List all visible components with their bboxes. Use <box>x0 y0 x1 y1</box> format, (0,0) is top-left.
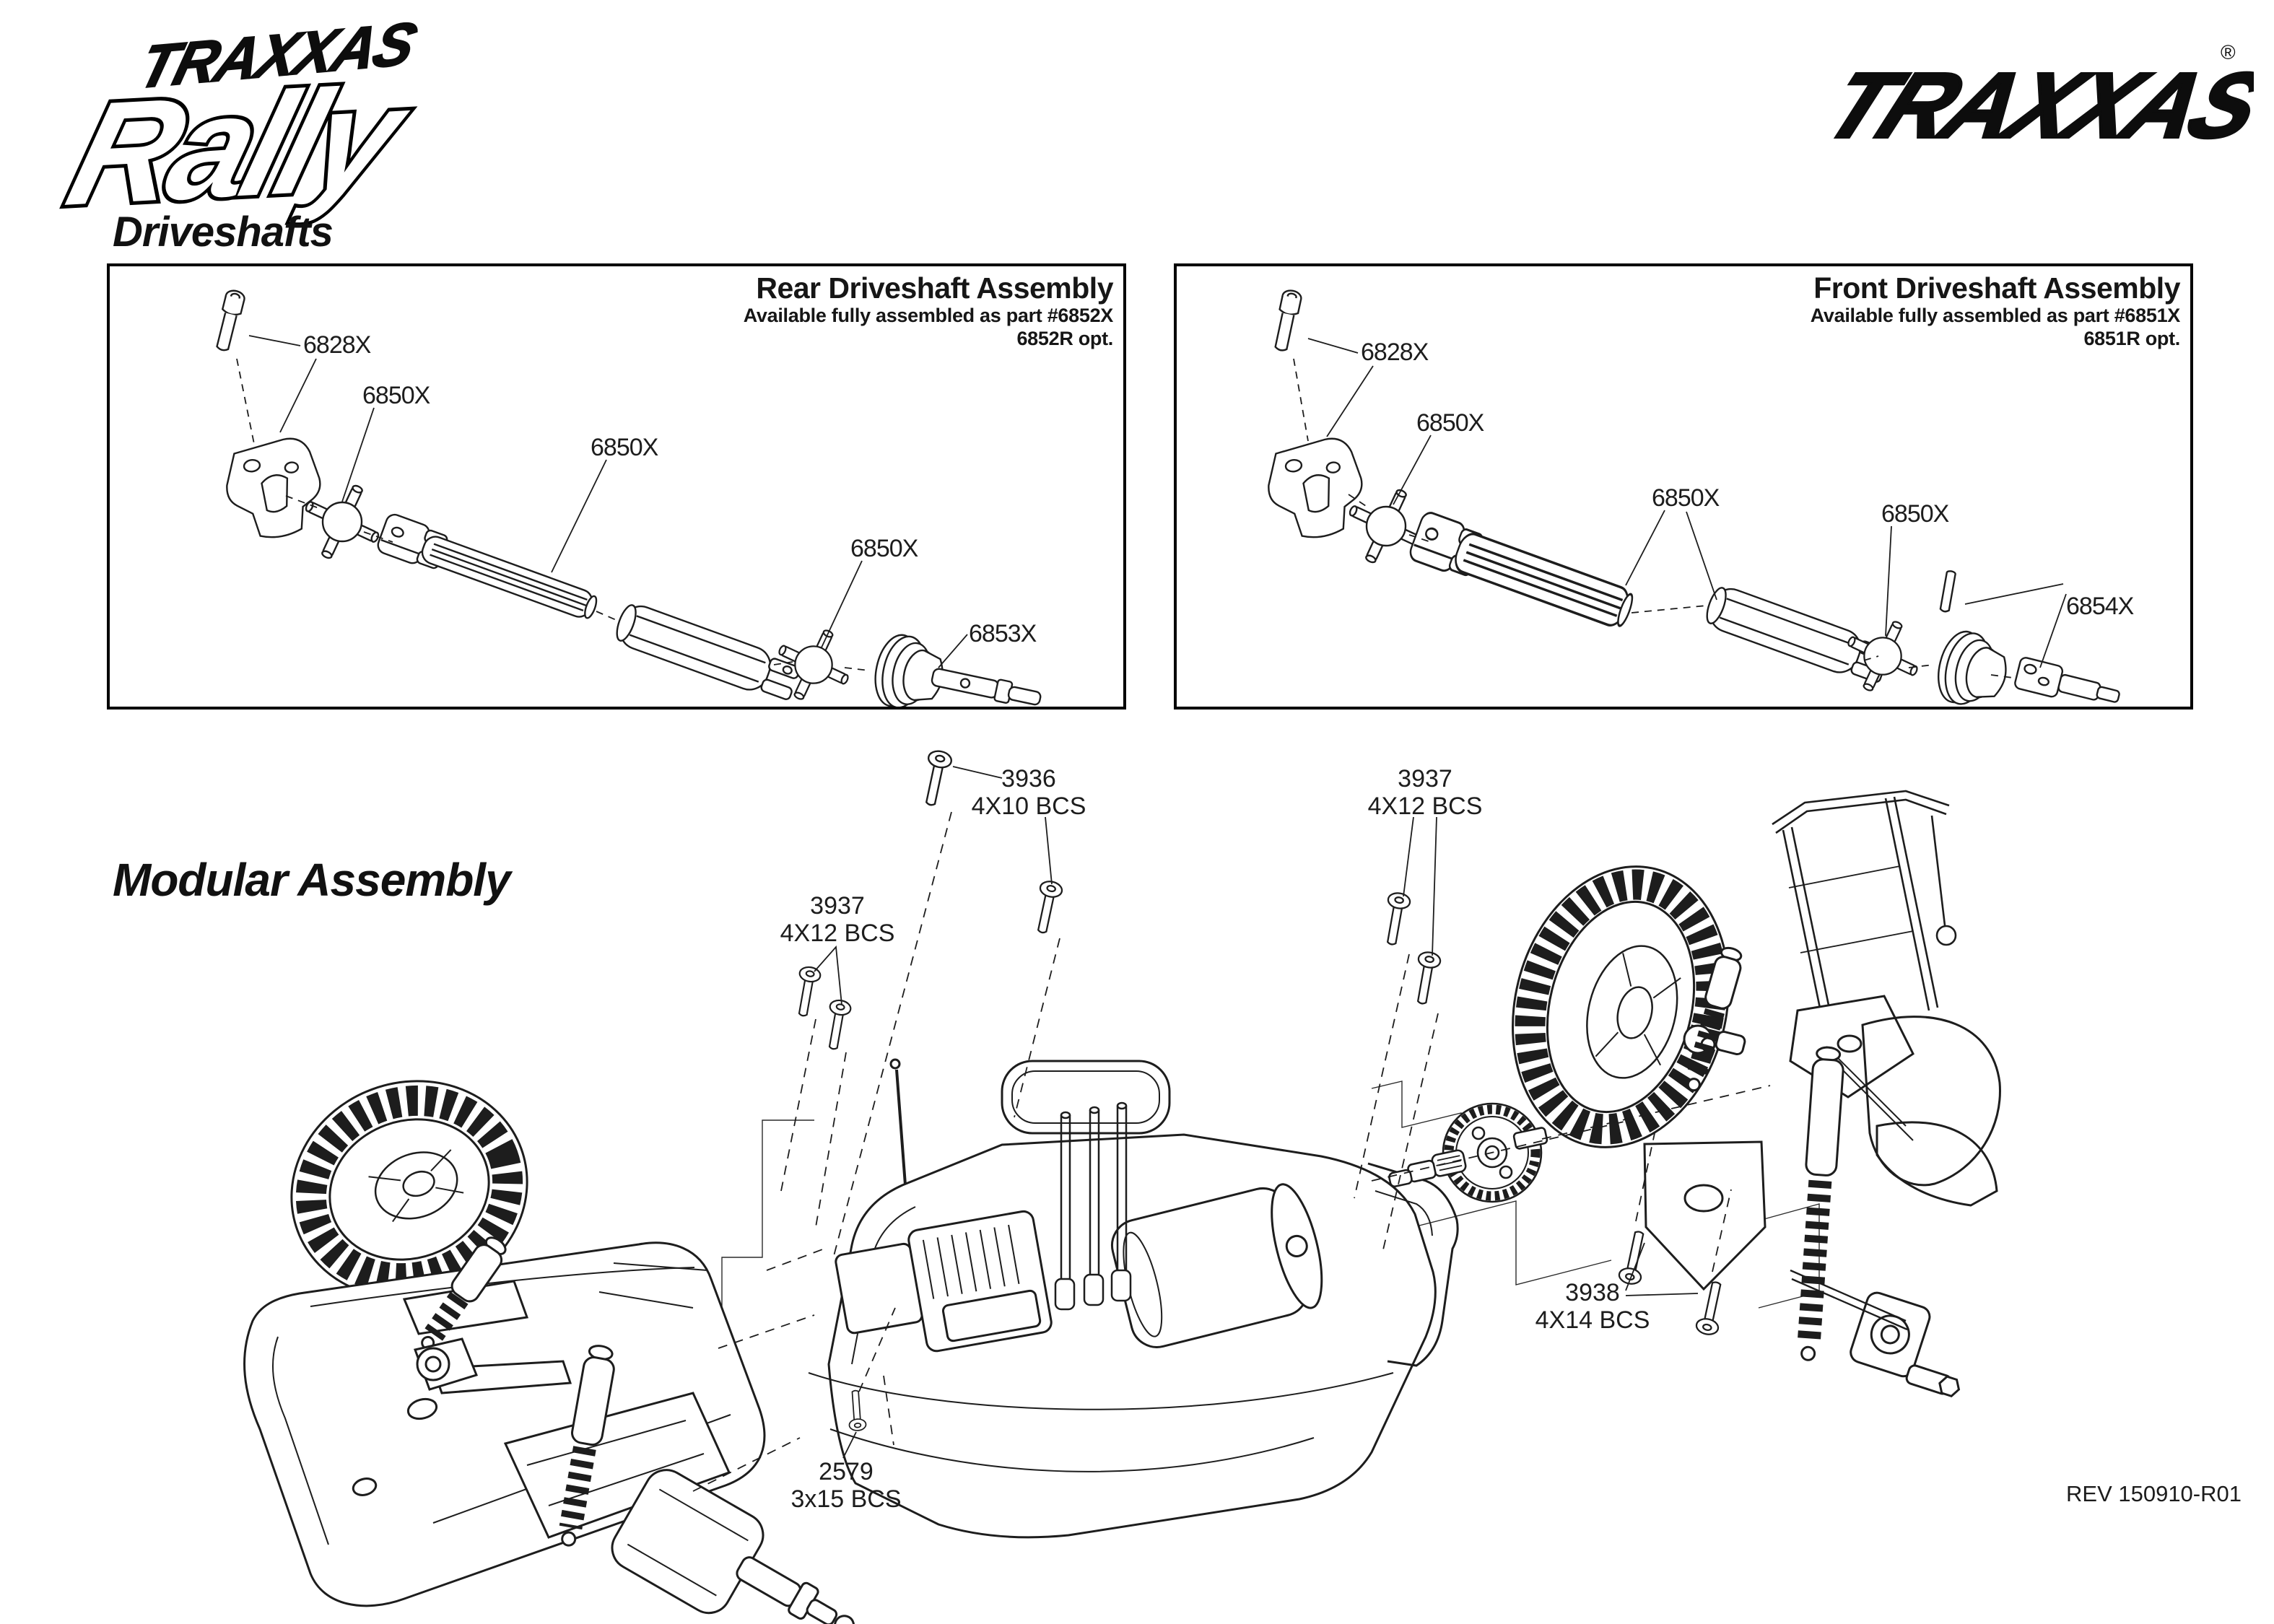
stub-axle <box>2013 655 2124 707</box>
insertion-dashes <box>692 811 1771 1492</box>
screw-3937 <box>1410 949 1442 1007</box>
rear-shock <box>1686 946 1743 1092</box>
esc-unit <box>907 1210 1053 1353</box>
fastener-label-part: 3937 <box>810 892 865 920</box>
rear-shock-tower <box>1789 995 1914 1099</box>
rear-lower-arm <box>1643 1140 1767 1291</box>
fastener-label-size: 4X12 BCS <box>780 920 895 947</box>
fastener-label-part: 3936 <box>1001 765 1056 793</box>
splined-shaft <box>1450 529 1637 632</box>
driveshaft-tube <box>611 599 803 706</box>
rear-driveshaft-box: Rear Driveshaft Assembly Available fully… <box>107 263 1126 710</box>
pin-screw <box>1270 288 1304 354</box>
assembly-axis-dashes <box>1293 358 2013 678</box>
driveshaft-tube <box>1701 582 1894 689</box>
fastener-label-part: 3937 <box>1398 765 1452 793</box>
part-label-6850x: 6850X <box>1416 409 1484 437</box>
front-box-subtitle: Available fully assembled as part #6851X <box>1810 305 2181 327</box>
rear-shock <box>1798 1046 1844 1361</box>
rear-box-title: Rear Driveshaft Assembly <box>756 271 1113 305</box>
motor <box>1111 1183 1323 1348</box>
part-label-6853x: 6853X <box>969 620 1037 647</box>
fastener-label-size: 4X12 BCS <box>1368 793 1483 820</box>
label-leaders <box>814 766 1699 1459</box>
rally-logo-brand-text: TRAXXAS <box>132 16 423 101</box>
leader-lines <box>248 335 968 668</box>
rear-bulkhead <box>1367 1162 1459 1367</box>
chassis-module <box>808 1060 1459 1539</box>
cross-pin <box>1939 569 1957 614</box>
part-label-6854x: 6854X <box>2066 593 2134 620</box>
steering-bellcrank <box>414 1337 478 1391</box>
wing-mount-frame <box>1772 790 1957 1040</box>
registered-mark: ® <box>2221 41 2236 64</box>
rally-logo-name-text: Rally <box>53 56 425 232</box>
rear-knuckle <box>1850 1291 1961 1398</box>
screw-3938 <box>1694 1279 1729 1337</box>
front-gearbox <box>611 1469 855 1624</box>
screw-3936 <box>918 748 954 808</box>
part-label-6850x: 6850X <box>1881 500 1949 528</box>
stub-axle <box>929 665 1043 707</box>
fastener-label-size: 4X10 BCS <box>972 793 1086 820</box>
part-label-6828x: 6828X <box>303 331 371 359</box>
front-tire <box>290 1080 528 1299</box>
antenna-mast <box>889 1058 908 1205</box>
fastener-label-part: 3938 <box>1565 1279 1620 1306</box>
screw-3937 <box>791 964 822 1018</box>
part-label-6828x: 6828X <box>1361 339 1429 366</box>
part-label-6850x: 6850X <box>1652 484 1720 512</box>
fastener-label-size: 4X14 BCS <box>1535 1306 1650 1334</box>
rally-logo: TRAXXAS Rally <box>51 16 429 232</box>
rear-upper-arms <box>1826 1016 2001 1207</box>
part-label-6850x: 6850X <box>362 382 430 409</box>
chassis-roll-hoop <box>1001 1060 1171 1135</box>
output-cup <box>1930 626 2015 707</box>
rear-module <box>1512 790 2001 1398</box>
screw-3937 <box>822 997 853 1052</box>
chassis-tub <box>808 1133 1437 1539</box>
front-shock <box>559 1345 615 1547</box>
front-driveshaft-diagram: 6828X 6850X 6850X 6850X 6854X <box>1262 288 2135 707</box>
pin-screw <box>212 287 247 354</box>
rear-box-option: 6852R opt. <box>1016 327 1113 349</box>
modular-assembly-heading: Modular Assembly <box>113 854 511 906</box>
traxxas-logo: TRAXXAS ® <box>1809 41 2254 159</box>
part-label-6850x: 6850X <box>850 535 918 562</box>
drive-cup-yoke <box>1262 434 1369 544</box>
fastener-label-part: 2579 <box>819 1458 874 1485</box>
front-driveshaft-box: Front Driveshaft Assembly Available full… <box>1174 263 2193 710</box>
front-box-option: 6851R opt. <box>2083 327 2180 349</box>
rear-toe-link <box>1790 1269 1908 1331</box>
receiver-box <box>835 1242 923 1335</box>
driveshafts-heading: Driveshafts <box>113 209 334 256</box>
modular-assembly-diagram: 3936 4X10 BCS 3937 4X12 BCS 3937 4X12 BC… <box>243 748 2001 1624</box>
screw-3936 <box>1030 878 1065 936</box>
assembly-axis-dashes <box>236 358 870 671</box>
rear-box-subtitle: Available fully assembled as part #6852X <box>743 305 1114 327</box>
screw-3937 <box>1380 890 1412 948</box>
fastener-labels: 3936 4X10 BCS 3937 4X12 BCS 3937 4X12 BC… <box>780 765 1650 1513</box>
front-box-title: Front Driveshaft Assembly <box>1813 271 2180 305</box>
front-module <box>243 1058 908 1624</box>
splined-shaft <box>418 532 601 623</box>
revision-text: REV 150910-R01 <box>2066 1481 2242 1506</box>
module-boundary-lines <box>721 1081 1820 1383</box>
chassis-posts <box>1054 1101 1132 1311</box>
rear-driveshaft-diagram: 6828X 6850X 6850X 6850X 6853X <box>212 287 1043 707</box>
fastener-label-size: 3x15 BCS <box>790 1485 901 1513</box>
spur-gear-assembly <box>1388 1102 1548 1203</box>
traxxas-logo-text: TRAXXAS <box>1811 55 2254 157</box>
screw-3938 <box>1616 1228 1652 1287</box>
part-label-6850x: 6850X <box>591 434 658 461</box>
leader-lines <box>1307 338 2067 668</box>
drive-cup-yoke <box>220 434 328 544</box>
